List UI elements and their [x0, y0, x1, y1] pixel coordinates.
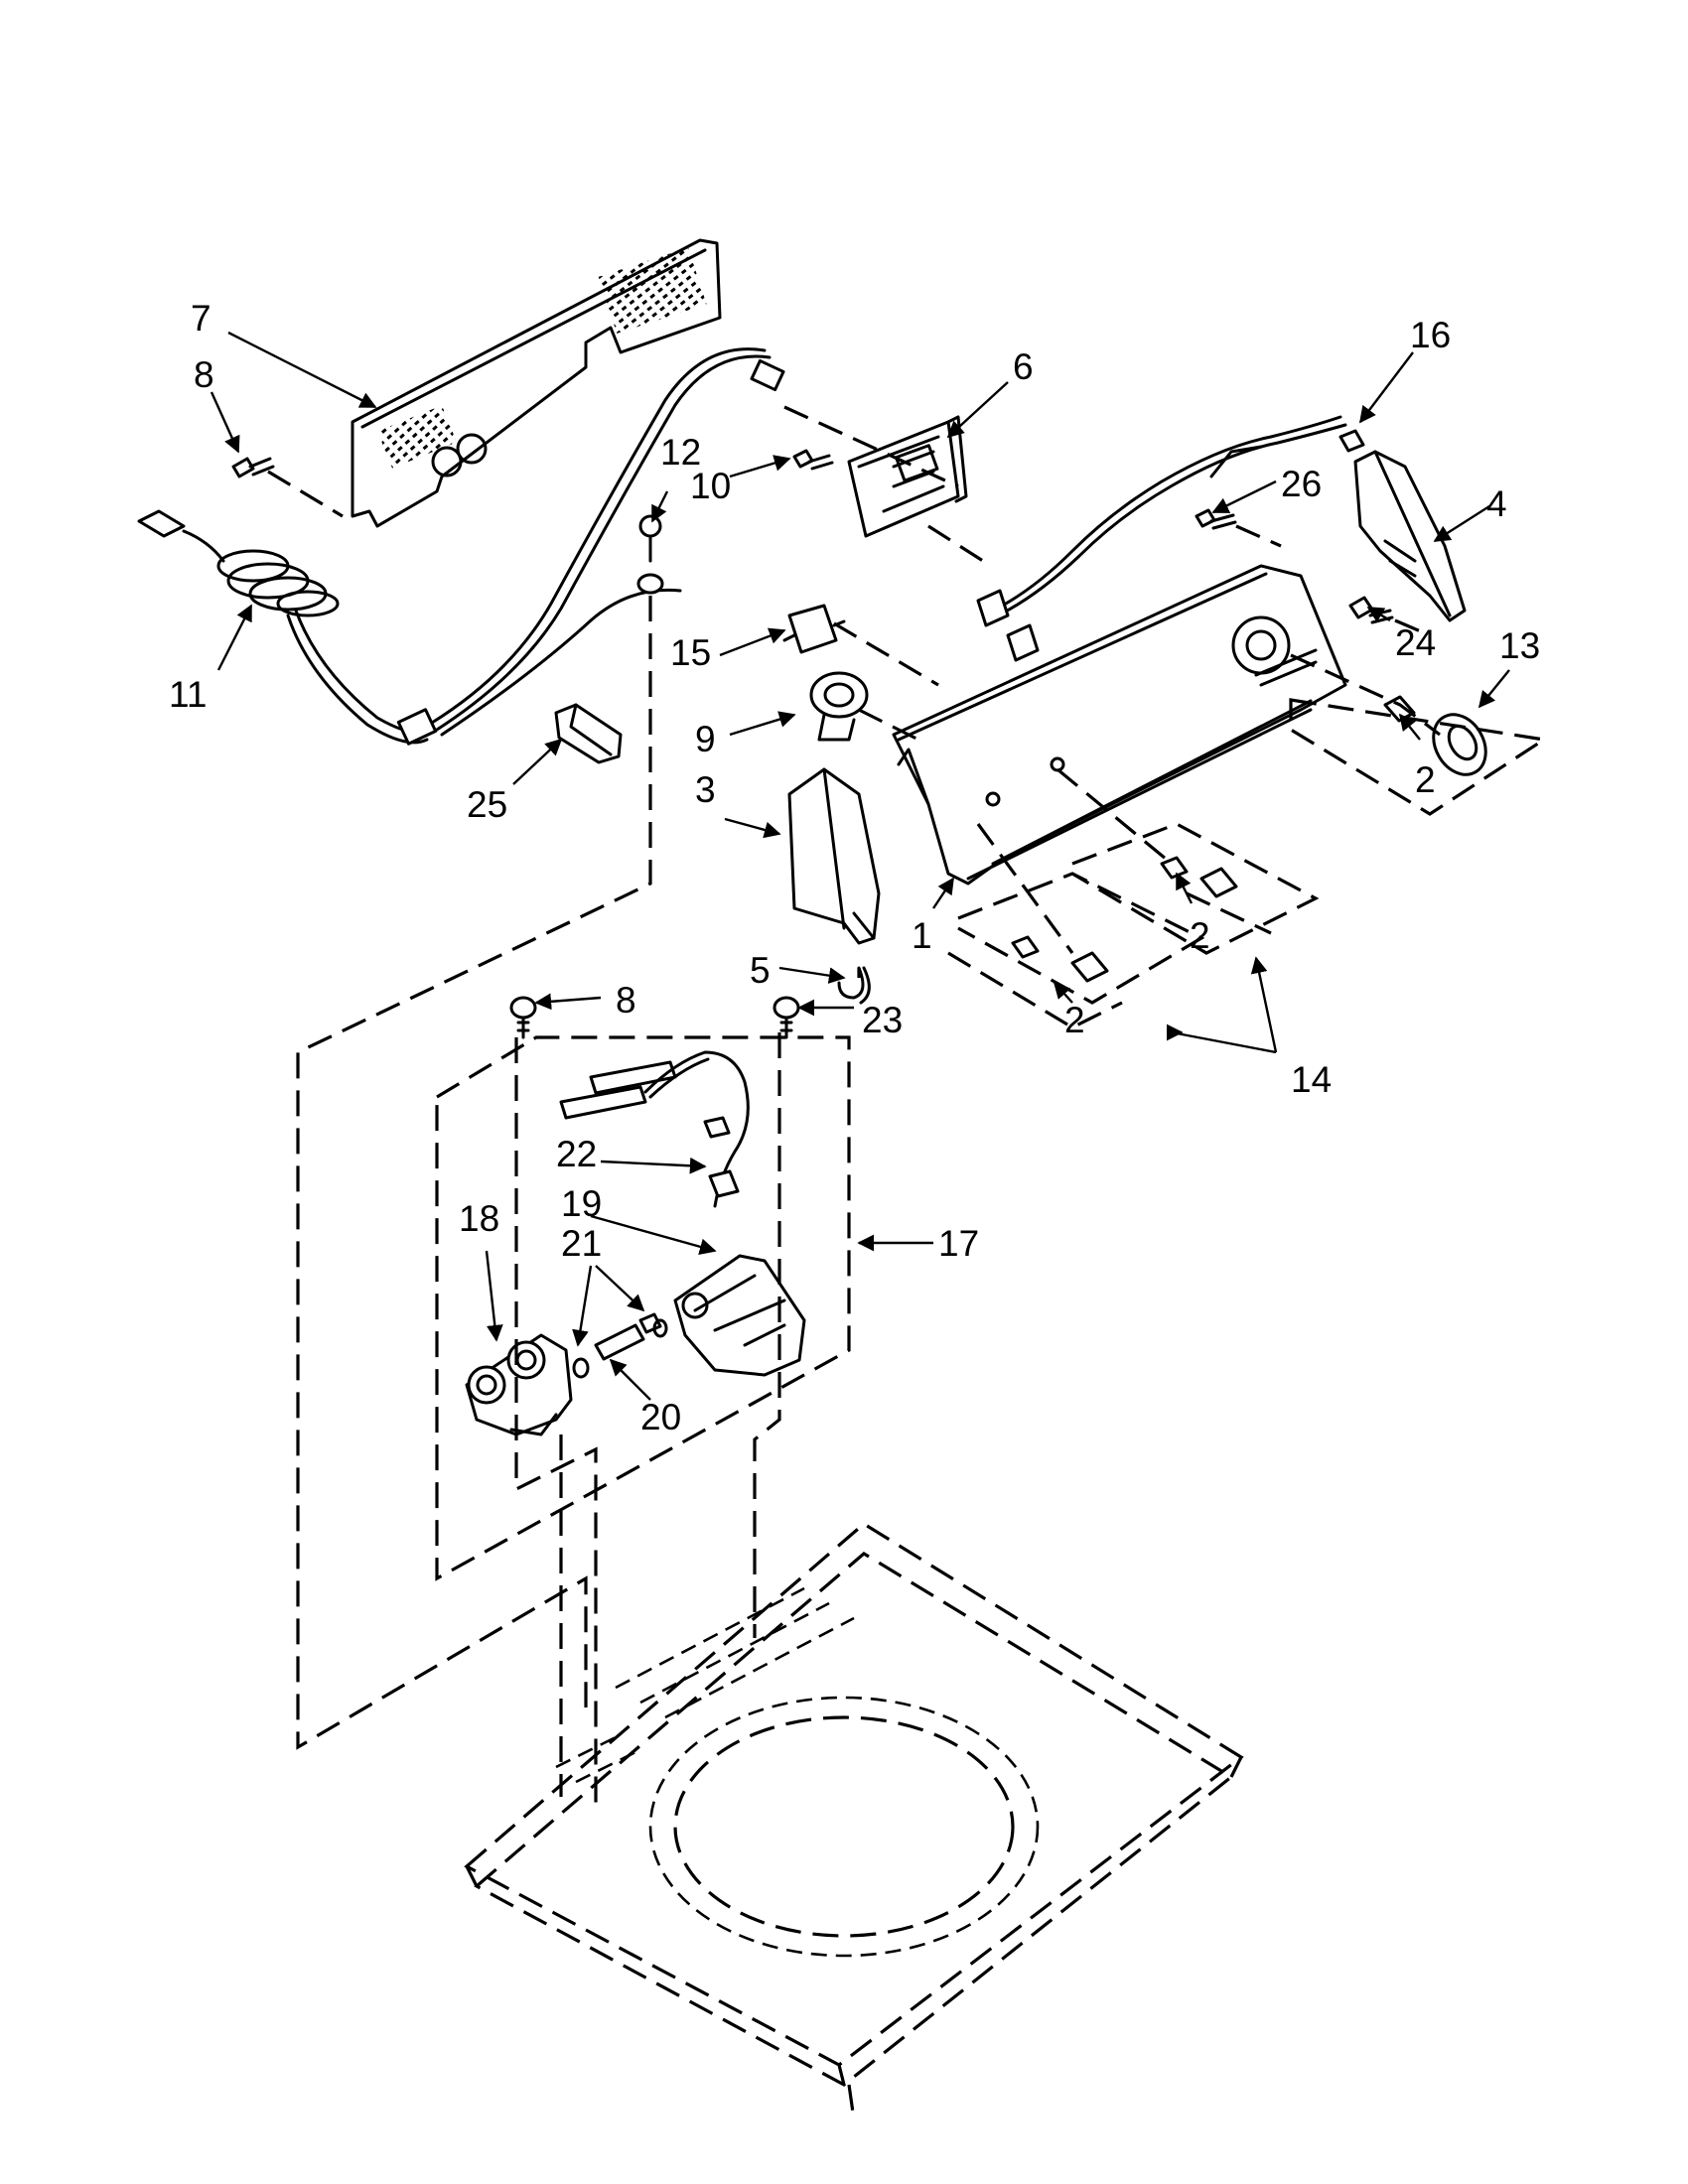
callout-1: 1 — [912, 915, 932, 956]
knob-part-13 — [1432, 713, 1487, 776]
callout-9: 9 — [695, 719, 716, 759]
callout-13: 13 — [1499, 625, 1540, 666]
leader-arrows — [210, 331, 1510, 1401]
callout-10: 10 — [690, 466, 731, 506]
callout-5: 5 — [750, 950, 771, 991]
console-part-1 — [892, 564, 1347, 886]
wire-harness-part-16 — [976, 415, 1365, 662]
callout-22: 22 — [556, 1134, 597, 1174]
screw-part-26 — [1195, 508, 1237, 530]
callout-23: 23 — [862, 1000, 903, 1040]
callout-8-bottom: 8 — [616, 980, 636, 1021]
callout-25: 25 — [467, 784, 507, 825]
callout-24: 24 — [1395, 622, 1436, 663]
clip-part-25 — [554, 703, 623, 764]
callout-19: 19 — [561, 1183, 602, 1224]
cabinet-top-outline — [464, 1522, 1244, 2120]
dispenser-part-19 — [673, 1254, 806, 1377]
callout-14: 14 — [1291, 1059, 1332, 1100]
callout-21: 21 — [561, 1223, 602, 1264]
screw-part-10 — [792, 449, 834, 471]
callout-16: 16 — [1410, 315, 1451, 355]
callout-17: 17 — [938, 1223, 979, 1264]
callout-labels: 7 8 6 16 12 10 26 4 24 13 15 11 9 3 25 2… — [169, 298, 1540, 1437]
callout-8-top: 8 — [194, 354, 214, 395]
assembly-lines — [267, 405, 1549, 1807]
end-cap-part-3 — [787, 767, 881, 945]
rear-panel-part-7 — [351, 238, 722, 528]
callout-2-left: 2 — [1064, 1000, 1085, 1040]
callout-11: 11 — [169, 674, 207, 715]
callout-26: 26 — [1281, 464, 1322, 504]
callout-7: 7 — [191, 298, 211, 339]
water-valve-part-18 — [465, 1333, 573, 1436]
callout-12: 12 — [660, 432, 701, 473]
screw-part-8-bottom — [509, 996, 537, 1039]
screw-part-8-top — [231, 457, 275, 478]
switch-part-9 — [809, 671, 869, 742]
screw-part-23 — [773, 996, 800, 1039]
harness-part-22 — [559, 1050, 750, 1208]
callout-2-right: 2 — [1415, 759, 1436, 800]
control-board-part-6 — [847, 415, 968, 538]
washer-part-21 — [572, 1318, 668, 1379]
callout-4: 4 — [1486, 483, 1507, 524]
end-cap-part-4 — [1353, 450, 1467, 622]
callout-15: 15 — [670, 632, 711, 673]
hose-part-20 — [594, 1312, 662, 1361]
hook-part-5 — [837, 966, 871, 1005]
callout-18: 18 — [459, 1198, 499, 1239]
callout-6: 6 — [1013, 346, 1034, 387]
callout-3: 3 — [695, 769, 716, 810]
pressure-switch-part-15 — [782, 604, 846, 654]
callout-20: 20 — [640, 1397, 681, 1437]
callout-2-mid: 2 — [1190, 915, 1210, 956]
ground-screw-part-12 — [636, 514, 664, 595]
